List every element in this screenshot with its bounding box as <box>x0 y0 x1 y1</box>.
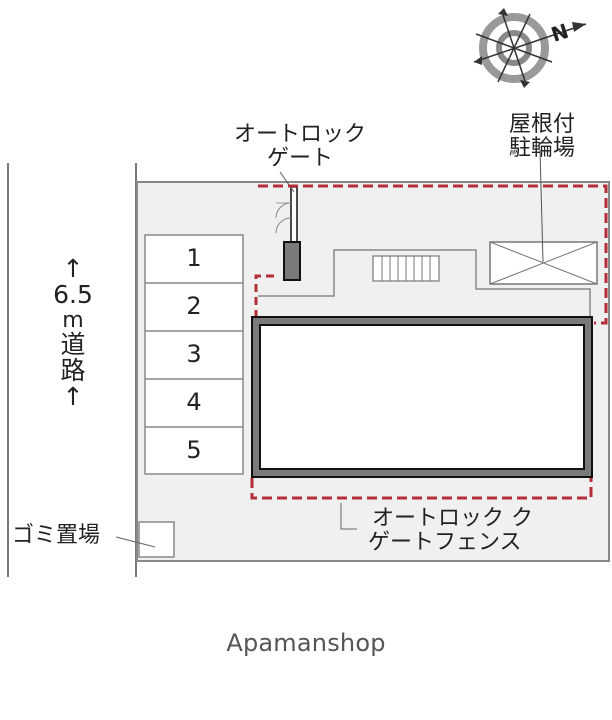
parking-space-3: 3 <box>186 340 202 368</box>
parking-space-1: 1 <box>186 244 202 272</box>
compass-north-label: N <box>548 19 571 47</box>
garbage-label: ゴミ置場 <box>12 523 101 548</box>
fence-leader-line <box>340 503 357 530</box>
fence-bottom <box>250 478 593 500</box>
autolock-gate-label-line1: オートロック <box>233 122 366 147</box>
garbage-area <box>138 521 175 558</box>
parking-space-5: 5 <box>186 436 202 464</box>
road-unit: m <box>62 307 84 333</box>
bicycle-parking-label-line1: 屋根付 <box>508 112 575 137</box>
bicycle-parking-label-line2: 駐輪場 <box>508 136 575 162</box>
parking-space-2: 2 <box>186 292 202 320</box>
parking-area <box>144 234 244 475</box>
bicycle-parking-box <box>489 241 598 285</box>
road-arrow-up-icon: ↑ <box>62 254 84 283</box>
road-char-2: 路 <box>60 355 86 385</box>
bicycle-leader-line <box>539 149 544 263</box>
fence-left <box>254 274 274 316</box>
road-label: ↑ 6.5 m 道 路 ↑ <box>38 254 108 412</box>
autolock-gate-label-line2: ゲート <box>266 146 333 172</box>
road-arrow-up-icon-bottom: ↑ <box>62 382 84 412</box>
garbage-leader-line <box>115 536 156 548</box>
building <box>251 316 593 478</box>
stairs-icon <box>372 255 440 282</box>
compass-rose-icon: N <box>473 8 587 88</box>
parking-space-4: 4 <box>186 388 202 416</box>
fence-top-right <box>258 184 608 325</box>
autolock-gate-label: オートロック ゲート <box>215 122 385 172</box>
autolock-fence-label-line1: オートロック ク <box>372 506 533 531</box>
entrance-outline <box>258 249 591 318</box>
autolock-fence-label-line2: ゲートフェンス <box>368 530 522 556</box>
road-width: 6.5 <box>53 280 93 310</box>
brand-watermark: Apamanshop <box>226 629 386 657</box>
road-char-1: 道 <box>60 329 86 359</box>
autolock-fence-label: オートロック ク ゲートフェンス <box>368 506 533 556</box>
gate-leader-line <box>279 171 295 193</box>
bicycle-parking-label: 屋根付 駐輪場 <box>500 112 584 162</box>
